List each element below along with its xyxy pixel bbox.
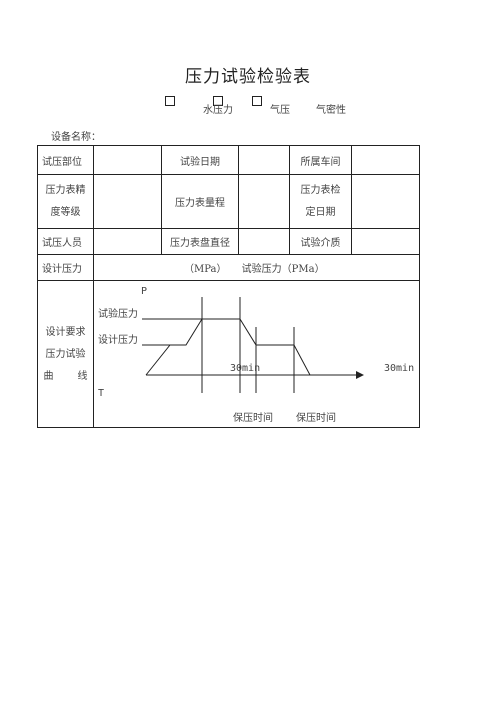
value-dial-diameter[interactable] xyxy=(238,228,290,255)
option-water-pressure: 水压力 xyxy=(203,105,233,116)
value-test-date[interactable] xyxy=(238,145,290,175)
label-workshop: 所属车间 xyxy=(289,145,352,175)
label-design-pressure: 设计压力 xyxy=(37,254,94,281)
design-pressure-label: 设计压力 xyxy=(98,333,138,346)
table-row: 设计压力 （MPa） 试验压力（PMa） xyxy=(37,254,420,281)
table-row: 设计要求 压力试验 曲 线 P 试验压力 设计压力 30min 30min T xyxy=(37,280,420,428)
time-axis-arrow xyxy=(356,371,364,379)
checkbox-air-pressure[interactable] xyxy=(213,96,223,106)
test-pressure-label: 试验压力 xyxy=(98,307,138,320)
label-design-requirement: 设计要求 压力试验 曲 线 xyxy=(37,280,94,428)
label-test-part: 试压部位 xyxy=(37,145,94,175)
t-axis-label: T xyxy=(98,388,104,399)
label-test-medium: 试验介质 xyxy=(289,228,352,255)
value-test-part[interactable] xyxy=(93,145,162,175)
option-airtightness: 气密性 xyxy=(316,105,346,116)
page-title: 压力试验检验表 xyxy=(185,67,311,87)
value-pressure-row[interactable]: （MPa） 试验压力（PMa） xyxy=(93,254,420,281)
label-test-pressure: 试验压力（PMa） xyxy=(241,264,325,275)
device-name-label: 设备名称： xyxy=(51,132,101,143)
label-gauge-check-line2: 定日期 xyxy=(305,206,336,218)
pressure-curve-cell: P 试验压力 设计压力 30min 30min T 保压时间 保压时间 xyxy=(93,280,420,428)
label-req-line2: 压力试验 xyxy=(45,349,86,360)
value-personnel[interactable] xyxy=(93,228,162,255)
value-test-medium[interactable] xyxy=(351,228,420,255)
value-gauge-accuracy[interactable] xyxy=(93,174,162,229)
p-axis-label: P xyxy=(141,286,147,297)
label-req-line3a: 曲 xyxy=(43,371,54,382)
checkbox-water-pressure[interactable] xyxy=(165,96,175,106)
time-label-2: 30min xyxy=(384,363,414,374)
value-gauge-range[interactable] xyxy=(238,174,290,229)
table-row: 压力表精度等级 压力表量程 压力表检定日期 xyxy=(37,174,420,229)
label-gauge-check-date: 压力表检定日期 xyxy=(289,174,352,229)
pressure-curve-diagram: P 试验压力 设计压力 30min 30min T 保压时间 保压时间 xyxy=(98,286,414,424)
label-gauge-check-line1: 压力表检 xyxy=(300,184,341,196)
unit-mpa: （MPa） xyxy=(184,264,227,275)
inspection-table: 试压部位 试验日期 所属车间 压力表精度等级 压力表量程 压力表检定日期 试压人… xyxy=(37,145,420,428)
label-personnel: 试压人员 xyxy=(37,228,94,255)
label-req-line3b: 线 xyxy=(77,371,88,382)
hold-time-label-2: 保压时间 xyxy=(296,411,336,424)
value-gauge-check-date[interactable] xyxy=(351,174,420,229)
time-label-1: 30min xyxy=(230,363,260,374)
checkbox-airtightness[interactable] xyxy=(252,96,262,106)
option-air-pressure: 气压 xyxy=(270,105,290,116)
pressure-curve-line xyxy=(145,318,311,376)
label-gauge-accuracy-line2: 度等级 xyxy=(50,206,81,218)
table-row: 试压部位 试验日期 所属车间 xyxy=(37,145,420,175)
value-workshop[interactable] xyxy=(351,145,420,175)
label-gauge-accuracy: 压力表精度等级 xyxy=(37,174,94,229)
label-req-line1: 设计要求 xyxy=(45,327,86,338)
label-gauge-accuracy-line1: 压力表精 xyxy=(45,184,86,196)
hold-time-label-1: 保压时间 xyxy=(233,411,273,424)
label-test-date: 试验日期 xyxy=(161,145,239,175)
label-dial-diameter: 压力表盘直径 xyxy=(161,228,239,255)
label-gauge-range: 压力表量程 xyxy=(161,174,239,229)
table-row: 试压人员 压力表盘直径 试验介质 xyxy=(37,228,420,255)
